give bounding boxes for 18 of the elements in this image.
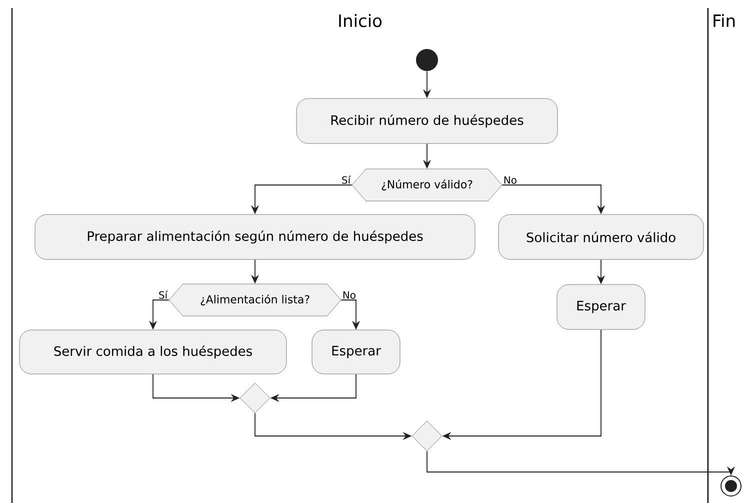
edge-label: No [504,176,516,184]
end-circle [720,476,742,496]
edge-label: No [343,291,356,299]
decision-hexagon: ¿Número válido? [352,168,502,202]
start-circle [416,49,438,71]
swimlane: Fin [707,8,750,503]
action-box: Solicitar número válido [498,214,704,260]
edge-label: Sí [342,176,351,184]
node-label: Fin [714,14,735,27]
action-box: Preparar alimentación según número de huéspedes [34,214,476,260]
merge-diamond [240,382,270,414]
action-box: Esperar [312,330,400,374]
action-box: Esperar [556,284,646,330]
edge-label: Sí [159,290,168,299]
action-box: Servir comida a los huéspedes [19,330,287,374]
merge-diamond [412,420,442,452]
decision-hexagon: ¿Alimentación lista? [168,284,342,316]
action-box: Recibir número de huéspedes [296,98,558,144]
